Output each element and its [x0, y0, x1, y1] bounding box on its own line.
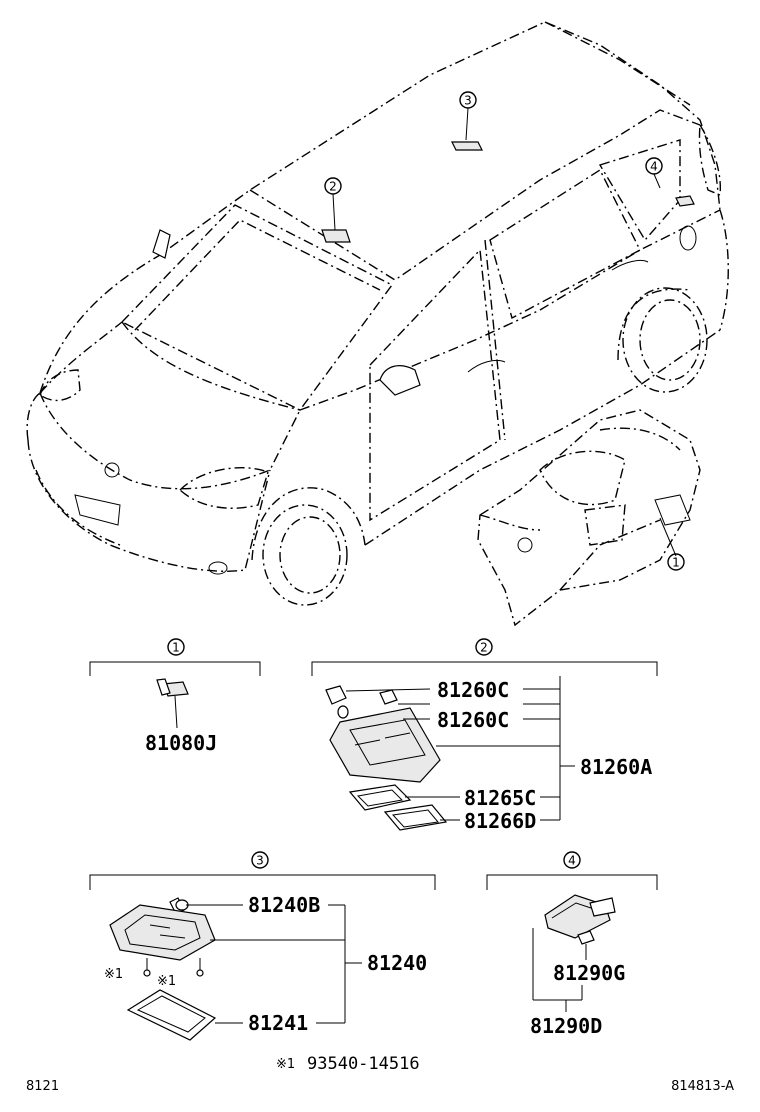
- part-label-81260C-a: 81260C: [437, 678, 509, 702]
- section-3-group: 3 ※1 ※1 81240B 81240 81241: [89, 851, 436, 1041]
- part-label-81290D: 81290D: [530, 1014, 602, 1038]
- section-1-group: 1 81080J: [89, 638, 261, 755]
- svg-text:4: 4: [650, 160, 658, 174]
- svg-text:2: 2: [329, 180, 337, 194]
- part-label-81260C-b: 81260C: [437, 708, 509, 732]
- part-label-81240B: 81240B: [248, 893, 320, 917]
- section-2-group: 2 81260C 81260C 81260A 81265C 81: [311, 638, 658, 833]
- footnote: ※1 93540-14516: [276, 1054, 420, 1074]
- part-label-81080J: 81080J: [145, 731, 217, 755]
- dashboard-illustration: [477, 409, 701, 627]
- footer-left-code: 8121: [26, 1079, 59, 1094]
- footer-right-code: 814813-A: [671, 1079, 734, 1094]
- vehicle-illustration: [26, 21, 729, 606]
- svg-text:1: 1: [172, 641, 180, 655]
- svg-text:1: 1: [672, 556, 680, 570]
- callout-marker-1: 1: [667, 553, 685, 571]
- part-label-81260A: 81260A: [580, 755, 652, 779]
- part-label-81266D: 81266D: [464, 809, 536, 833]
- part-label-81265C: 81265C: [464, 786, 536, 810]
- callout-marker-2: 2: [324, 177, 342, 231]
- svg-text:4: 4: [568, 854, 576, 868]
- screw-mark-left: ※1: [104, 967, 123, 982]
- part-label-81241: 81241: [248, 1011, 308, 1035]
- callout-marker-3: 3: [459, 91, 477, 141]
- screw-mark-right: ※1: [157, 974, 176, 989]
- part-label-81290G: 81290G: [553, 961, 625, 985]
- footnote-mark: ※1: [276, 1057, 295, 1072]
- svg-text:2: 2: [480, 641, 488, 655]
- section-4-group: 4 81290G 81290D: [486, 851, 658, 1038]
- svg-text:3: 3: [464, 94, 472, 108]
- footnote-part-number: 93540-14516: [307, 1054, 420, 1074]
- callout-marker-4: 4: [645, 157, 663, 189]
- part-label-81240: 81240: [367, 951, 427, 975]
- svg-text:3: 3: [256, 854, 264, 868]
